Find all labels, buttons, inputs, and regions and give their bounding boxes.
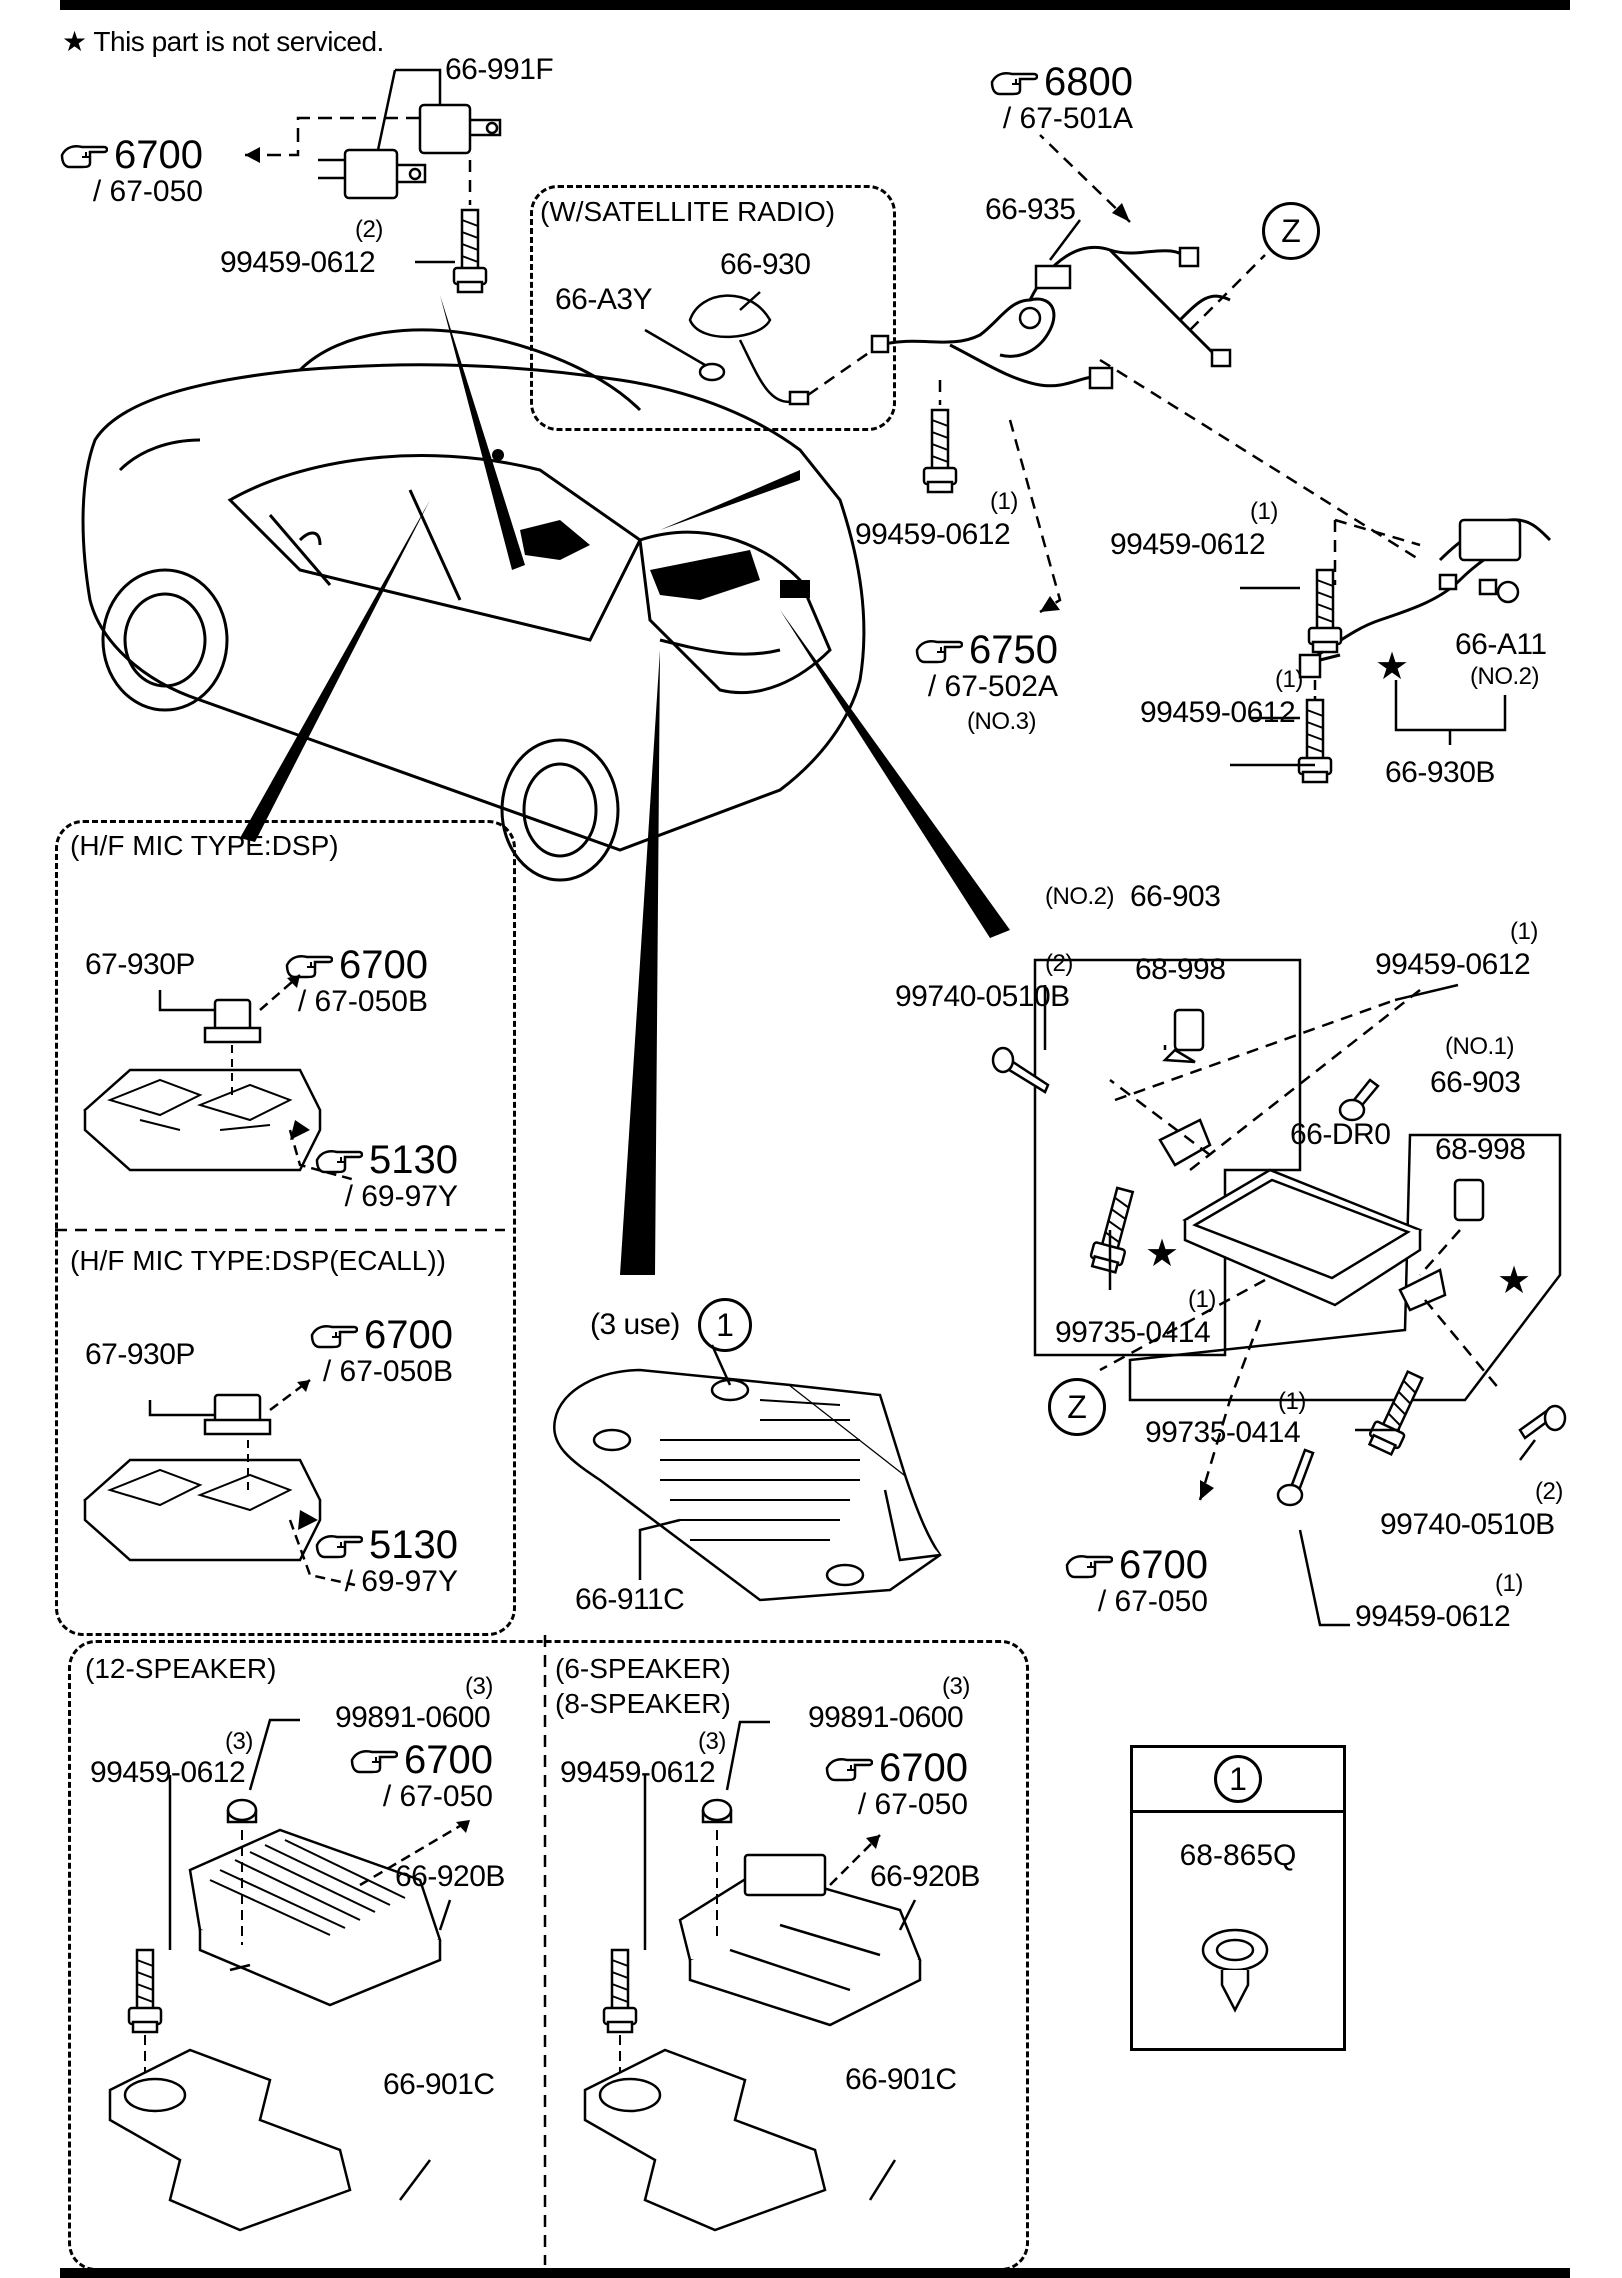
ref-6800[interactable]: 6800 / 67-501A <box>990 62 1133 134</box>
part-66-903: 66-903 <box>1130 880 1221 913</box>
part-99891-0600: 99891-0600 <box>808 1701 964 1734</box>
ref-6750-note: (NO.3) <box>967 708 1037 735</box>
ref-6700-ecall[interactable]: 6700 / 67-050B <box>310 1315 453 1387</box>
view-z-callout: Z <box>1048 1378 1106 1436</box>
part-99740-0510B: 99740-0510B <box>1380 1508 1555 1541</box>
part-66-A11: 66-A11 <box>1455 628 1547 661</box>
star-icon: ★ <box>1497 1260 1532 1302</box>
section-satellite-radio: (W/SATELLITE RADIO) <box>540 196 836 227</box>
legend-part-number: 68-865Q <box>1179 1839 1297 1872</box>
no1-label: (NO.1) <box>1445 1033 1515 1060</box>
circle-callout-icon: 1 <box>698 1298 752 1352</box>
hf-mic-group <box>55 820 516 1636</box>
qty-label: (2) <box>1535 1478 1563 1505</box>
part-68-998: 68-998 <box>1135 953 1226 986</box>
qty-label: (1) <box>1188 1286 1216 1313</box>
part-99740-0510B: 99740-0510B <box>895 980 1070 1013</box>
ref-6700-dsp[interactable]: 6700 / 67-050B <box>285 945 428 1017</box>
part-66-DR0: 66-DR0 <box>1290 1118 1391 1151</box>
ref-5130-dsp[interactable]: 5130 / 69-97Y <box>315 1140 458 1212</box>
pointing-hand-icon <box>315 1535 363 1559</box>
part-68-998: 68-998 <box>1435 1133 1526 1166</box>
part-99459-0612: 99459-0612 <box>560 1756 716 1789</box>
pointing-hand-icon <box>60 145 108 169</box>
ref-6700-top[interactable]: 6700 / 67-050 <box>60 135 203 207</box>
section-hf-mic-dsp: (H/F MIC TYPE:DSP) <box>70 830 339 861</box>
part-99891-0600: 99891-0600 <box>335 1701 491 1734</box>
part-66-991F: 66-991F <box>445 53 554 86</box>
qty-label: (1) <box>1275 666 1303 693</box>
qty-label: (1) <box>1278 1388 1306 1415</box>
not-serviced-note: ★ This part is not serviced. <box>62 26 384 57</box>
part-66-903: 66-903 <box>1430 1066 1521 1099</box>
part-66-920B: 66-920B <box>395 1860 505 1893</box>
part-99459-0612: 99459-0612 <box>1140 696 1296 729</box>
part-66-A3Y: 66-A3Y <box>555 283 653 316</box>
part-66-935: 66-935 <box>985 193 1076 226</box>
part-66-901C: 66-901C <box>845 2063 957 2096</box>
part-66-930B: 66-930B <box>1385 756 1495 789</box>
star-icon: ★ <box>1375 646 1410 688</box>
pointing-hand-icon <box>285 955 333 979</box>
pointing-hand-icon <box>915 640 963 664</box>
pointing-hand-icon <box>1065 1555 1113 1579</box>
part-99459-0612: 99459-0612 <box>1375 948 1531 981</box>
speaker-amp-group <box>68 1640 1029 2271</box>
section-12-speaker: (12-SPEAKER) <box>85 1653 277 1684</box>
ref-5130-ecall[interactable]: 5130 / 69-97Y <box>315 1525 458 1597</box>
qty-label: (1) <box>990 488 1018 515</box>
no2-label: (NO.2) <box>1470 663 1540 690</box>
section-6-speaker: (6-SPEAKER) <box>555 1653 731 1684</box>
star-icon: ★ <box>1145 1233 1180 1275</box>
pointing-hand-icon <box>315 1150 363 1174</box>
view-z-callout: Z <box>1262 202 1320 260</box>
part-67-930P: 67-930P <box>85 1338 195 1371</box>
qty-label: (2) <box>355 216 383 243</box>
legend-table: 1 68-865Q <box>1130 1745 1346 2051</box>
pointing-hand-icon <box>990 72 1038 96</box>
part-66-920B: 66-920B <box>870 1860 980 1893</box>
part-99459-0612: 99459-0612 <box>1355 1600 1511 1633</box>
part-67-930P: 67-930P <box>85 948 195 981</box>
ref-6700-dr0[interactable]: 6700 / 67-050 <box>1065 1545 1208 1617</box>
part-99735-0414: 99735-0414 <box>1145 1416 1301 1449</box>
qty-label: (3) <box>942 1673 970 1700</box>
section-8-speaker: (8-SPEAKER) <box>555 1688 731 1719</box>
part-66-901C: 66-901C <box>383 2068 495 2101</box>
part-99459-0612: 99459-0612 <box>90 1756 246 1789</box>
pointing-hand-icon <box>825 1758 873 1782</box>
star-icon: ★ <box>62 26 87 57</box>
qty-label: (3) <box>465 1673 493 1700</box>
ref-6700-12-speaker[interactable]: 6700 / 67-050 <box>350 1740 493 1812</box>
qty-label: (1) <box>1510 918 1538 945</box>
circle-callout-icon: 1 <box>1214 1755 1262 1803</box>
pointing-hand-icon <box>310 1325 358 1349</box>
part-99735-0414: 99735-0414 <box>1055 1316 1211 1349</box>
part-66-911C: 66-911C <box>575 1583 685 1616</box>
pointing-hand-icon <box>350 1750 398 1774</box>
ref-6700-6-speaker[interactable]: 6700 / 67-050 <box>825 1748 968 1820</box>
no2-label: (NO.2) <box>1045 883 1115 910</box>
part-99459-0612: 99459-0612 <box>1110 528 1266 561</box>
section-hf-mic-dsp-ecall: (H/F MIC TYPE:DSP(ECALL)) <box>70 1245 446 1276</box>
ref-6750[interactable]: 6750 / 67-502A <box>915 630 1058 702</box>
qty-label: (2) <box>1045 950 1073 977</box>
qty-label: (1) <box>1250 498 1278 525</box>
part-66-930: 66-930 <box>720 248 811 281</box>
qty-label: (3) <box>698 1728 726 1755</box>
satellite-radio-group <box>530 185 896 431</box>
qty-label: (1) <box>1495 1570 1523 1597</box>
part-99459-0612: 99459-0612 <box>855 518 1011 551</box>
use-count-label: (3 use) <box>590 1308 680 1341</box>
part-99459-0612: 99459-0612 <box>220 246 376 279</box>
qty-label: (3) <box>225 1728 253 1755</box>
